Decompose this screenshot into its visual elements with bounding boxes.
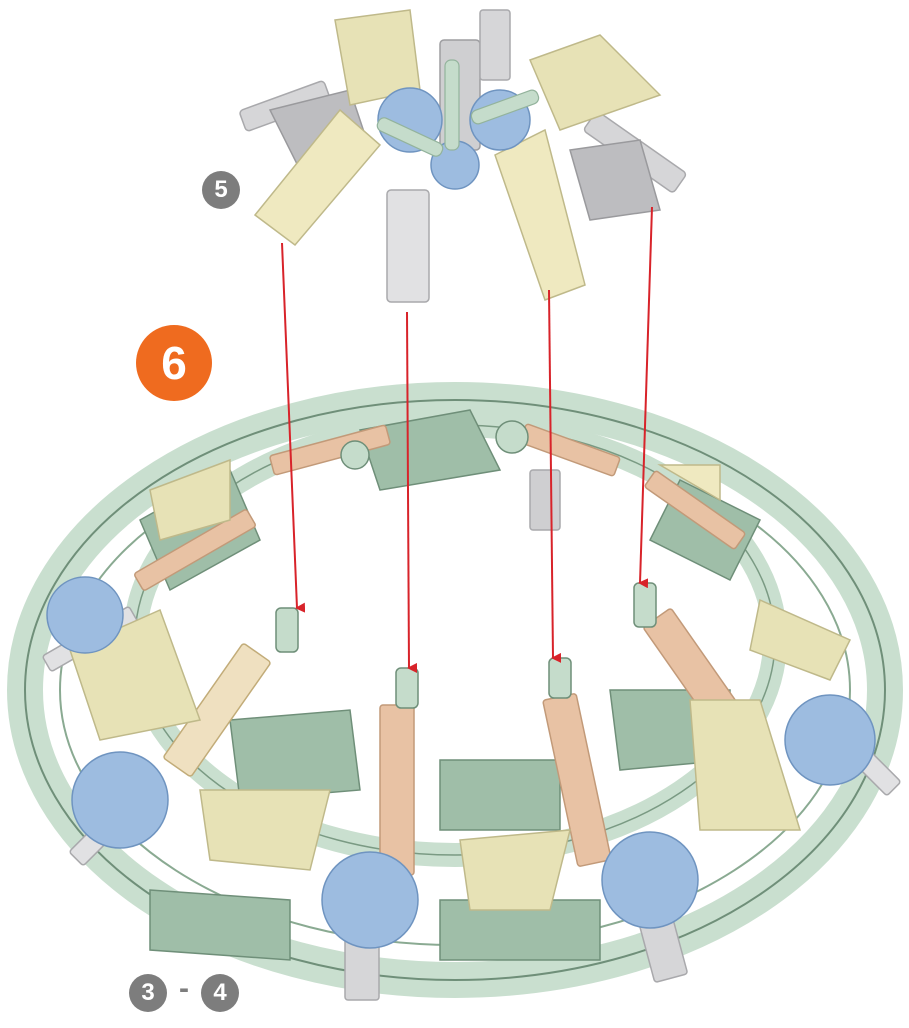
- top-subassembly: [239, 10, 687, 302]
- range-separator: -: [171, 972, 197, 1006]
- range-start-badge: 3: [129, 974, 167, 1012]
- range-end-badge: 4: [201, 974, 239, 1012]
- down-arrow-icon: [407, 312, 409, 668]
- step-number-badge: 6: [136, 325, 212, 401]
- down-arrow-icon: [640, 207, 652, 583]
- ref-step-badge: 5: [202, 171, 240, 209]
- bottom-ring-assembly: [25, 400, 901, 1000]
